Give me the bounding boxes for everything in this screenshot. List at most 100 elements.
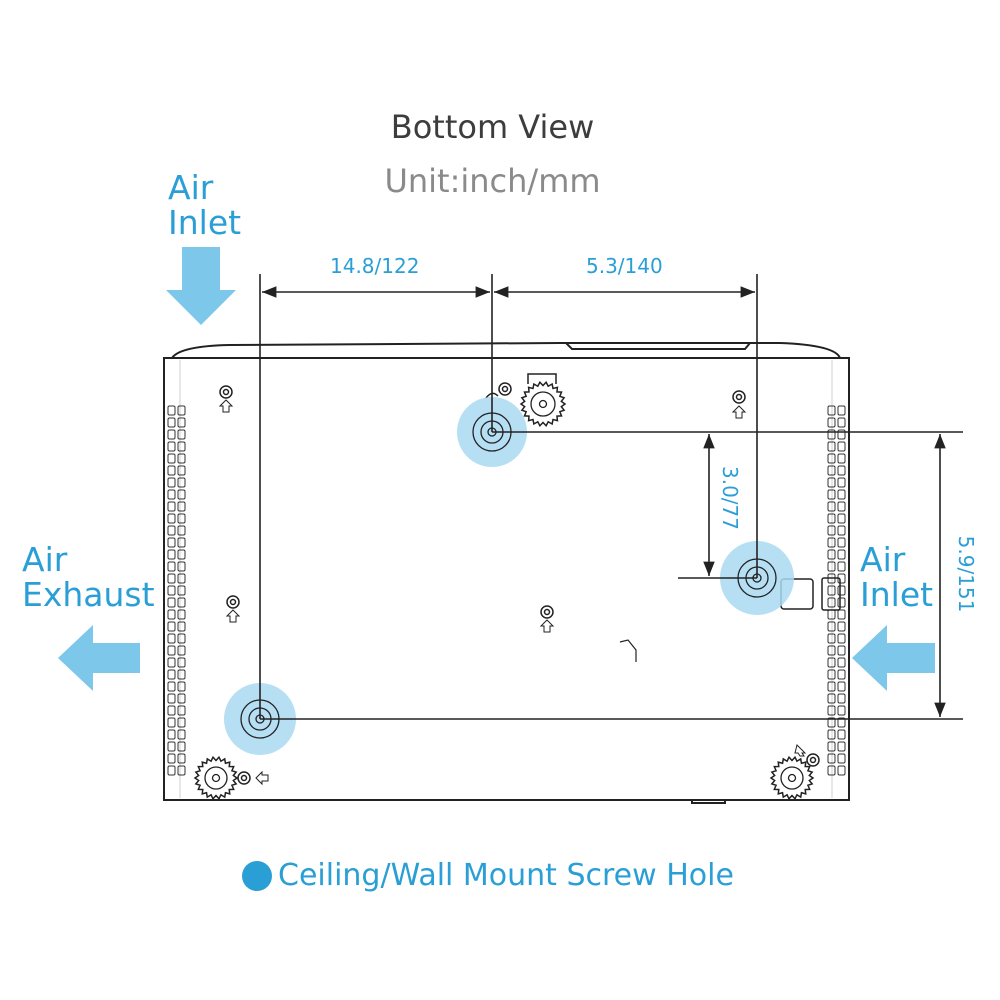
vent-slot	[827, 681, 836, 692]
vent-slot	[837, 729, 846, 740]
vent-slot	[837, 741, 846, 752]
vent-slot	[827, 453, 836, 464]
vent-slot	[837, 549, 846, 560]
vent-slot	[837, 465, 846, 476]
vent-slot	[827, 717, 836, 728]
vent-slot	[177, 417, 186, 428]
vent-slot	[167, 621, 176, 632]
vent-slot	[837, 417, 846, 428]
vent-slot	[827, 537, 836, 548]
vent-slot	[167, 633, 176, 644]
air-exhaust-label: Air Exhaust	[22, 542, 155, 612]
vent-slot	[167, 489, 176, 500]
vent-slot	[167, 585, 176, 596]
vent-slot	[837, 633, 846, 644]
vent-slot	[177, 573, 186, 584]
vent-slot	[167, 753, 176, 764]
vent-slot	[177, 657, 186, 668]
vent-slot	[167, 525, 176, 536]
adjustable-foot	[519, 380, 567, 428]
dimension-top-right: 5.3/140	[586, 254, 663, 278]
vent-slot	[837, 765, 846, 776]
top-inlet-arrow	[166, 247, 236, 325]
vent-slot	[827, 417, 836, 428]
vent-slot	[167, 681, 176, 692]
vent-slot	[167, 573, 176, 584]
vent-slot	[167, 609, 176, 620]
vent-slot	[177, 609, 186, 620]
vent-slot	[177, 525, 186, 536]
vent-slot	[837, 585, 846, 596]
vent-slot	[167, 669, 176, 680]
vent-slot	[167, 561, 176, 572]
vent-slot	[827, 513, 836, 524]
right-air-inlet-line1: Air	[860, 540, 906, 579]
vent-slot	[167, 477, 176, 488]
vent-slot	[167, 657, 176, 668]
legend-label: Ceiling/Wall Mount Screw Hole	[278, 858, 734, 893]
vent-slot	[177, 693, 186, 704]
vent-slot	[837, 453, 846, 464]
vent-slot	[177, 597, 186, 608]
vent-slot	[827, 441, 836, 452]
vent-slot	[827, 525, 836, 536]
vent-slot	[167, 765, 176, 776]
vent-slot	[837, 405, 846, 416]
vent-slot	[827, 597, 836, 608]
vent-slot	[177, 669, 186, 680]
vent-slot	[827, 633, 836, 644]
vent-slot	[167, 645, 176, 656]
vent-slot	[177, 477, 186, 488]
vent-slot	[167, 597, 176, 608]
vent-slot	[167, 729, 176, 740]
vent-slot	[827, 765, 836, 776]
vent-slot	[837, 429, 846, 440]
vent-slot	[177, 501, 186, 512]
vent-slot	[167, 429, 176, 440]
vent-slot	[837, 513, 846, 524]
vent-slot	[177, 405, 186, 416]
vent-slot	[167, 501, 176, 512]
legend: Ceiling/Wall Mount Screw Hole	[242, 858, 734, 893]
vent-slot	[177, 765, 186, 776]
vent-slot	[177, 645, 186, 656]
dimension-top-left: 14.8/122	[330, 254, 420, 278]
vent-slot	[837, 645, 846, 656]
left-vent-grille	[167, 405, 186, 776]
vent-slot	[177, 633, 186, 644]
unit-subtitle: Unit:inch/mm	[384, 162, 601, 200]
vent-slot	[827, 621, 836, 632]
vent-slot	[827, 645, 836, 656]
vent-slot	[827, 501, 836, 512]
vent-slot	[177, 705, 186, 716]
port-cover	[821, 577, 841, 611]
foot-bracket	[527, 373, 557, 384]
vent-slot	[837, 717, 846, 728]
diagram-title: Bottom View	[390, 108, 595, 146]
vent-slot	[167, 717, 176, 728]
vent-slot	[837, 477, 846, 488]
vent-slot	[827, 669, 836, 680]
vent-slot	[827, 693, 836, 704]
vent-slot	[837, 681, 846, 692]
vent-slot	[837, 501, 846, 512]
vent-slot	[177, 741, 186, 752]
vent-slot	[827, 741, 836, 752]
vent-slot	[177, 465, 186, 476]
top-air-inlet-line2: Inlet	[168, 203, 242, 242]
vent-slot	[837, 489, 846, 500]
vent-slot	[837, 753, 846, 764]
vent-slot	[837, 537, 846, 548]
right-air-inlet-label: Air Inlet	[860, 542, 933, 612]
small-screw-hole	[731, 390, 747, 419]
vent-slot	[177, 585, 186, 596]
vent-slot	[177, 681, 186, 692]
vent-slot	[837, 705, 846, 716]
vent-slot	[827, 561, 836, 572]
small-screw-hole	[539, 605, 555, 633]
vent-slot	[177, 537, 186, 548]
vent-slot	[837, 525, 846, 536]
vent-slot	[177, 453, 186, 464]
vent-slot	[827, 477, 836, 488]
